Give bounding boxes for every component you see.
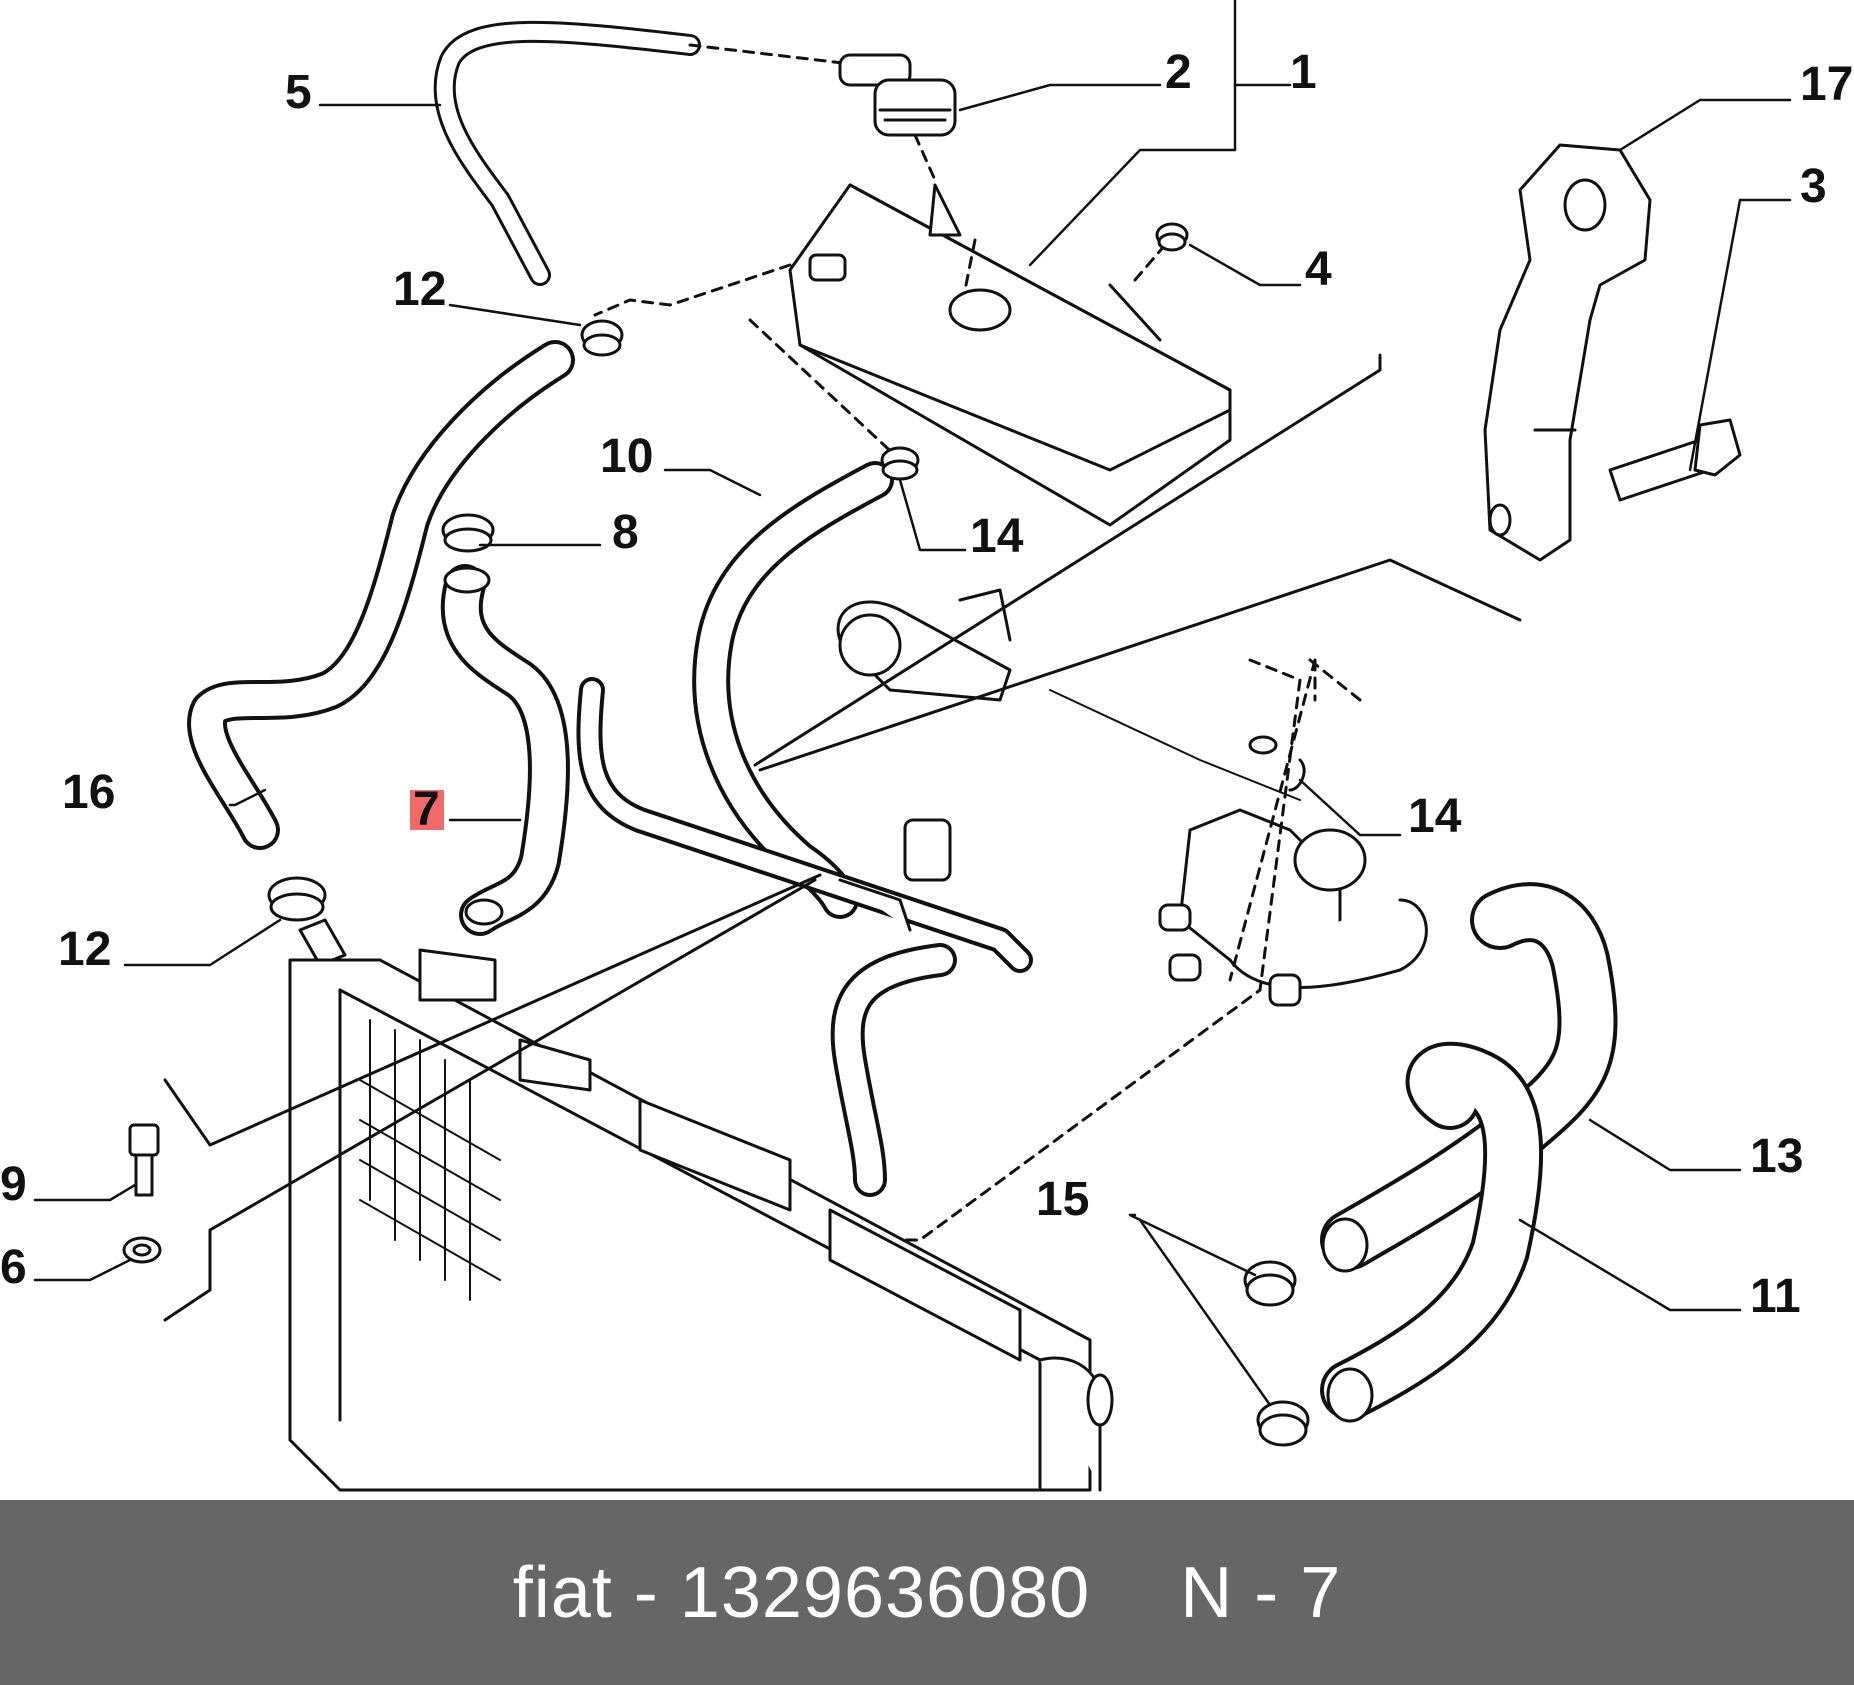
callout-14-top: 14 [970, 510, 1024, 563]
radiator [288, 948, 1114, 1492]
callout-14-right: 14 [1408, 790, 1462, 843]
ref-line-d [163, 878, 817, 1322]
clamp-12-bottom [267, 876, 347, 967]
clamp-12-top [580, 319, 624, 357]
radiator-core-grid [359, 1019, 501, 1301]
callout-7: 7 [413, 783, 440, 836]
ref-line-a [758, 558, 1522, 772]
clamp-15-b [1256, 1400, 1310, 1447]
callout-4: 4 [1305, 243, 1332, 296]
bracket-17 [1483, 143, 1652, 562]
callout-11: 11 [1750, 1270, 1801, 1323]
callout-labels: 1 2 3 4 5 6 7 8 9 10 11 12 12 13 14 14 1… [0, 46, 1853, 1323]
callout-17: 17 [1800, 58, 1853, 111]
expansion-tank-1 [788, 183, 1232, 527]
callout-16: 16 [62, 766, 115, 819]
bypass-pipe [576, 677, 1033, 973]
callout-10: 10 [600, 430, 653, 483]
parts-diagram: 1 2 3 4 5 6 7 8 9 10 11 12 12 13 14 14 1… [0, 0, 1853, 1492]
callout-7-highlight [410, 790, 444, 830]
bolt-3 [1608, 418, 1742, 502]
part-number: 1329636080 [679, 1552, 1091, 1633]
thermostat-housing [1158, 808, 1428, 1007]
radiator-hose-small [830, 943, 957, 1197]
clamp-14-right [1248, 735, 1306, 792]
callout-5: 5 [285, 66, 312, 119]
nut-6 [122, 1236, 162, 1264]
hose-11 [1320, 1041, 1544, 1423]
callout-15: 15 [1036, 1173, 1089, 1226]
hose-7 [440, 564, 570, 936]
leader-lines [33, 0, 1792, 1407]
callout-2: 2 [1165, 46, 1192, 99]
hose-16 [187, 340, 575, 850]
clamp-14-top [880, 446, 920, 481]
callout-13: 13 [1750, 1130, 1803, 1183]
callout-12-top: 12 [393, 263, 446, 316]
clamp-15-a [1243, 1260, 1297, 1307]
part-footer-bar: fiat - 1329636080 N - 7 [0, 1500, 1854, 1685]
clamp-4 [1155, 222, 1189, 252]
outlet-pipe [836, 588, 1012, 702]
callout-6: 6 [0, 1241, 27, 1294]
hose-10 [692, 461, 894, 919]
ref-line-c [163, 873, 822, 1147]
ref-line-e [1049, 689, 1301, 801]
callout-8: 8 [612, 506, 639, 559]
callout-9: 9 [0, 1158, 27, 1211]
callout-12-bottom: 12 [58, 923, 111, 976]
callout-1: 1 [1290, 46, 1317, 99]
dash-line-5-2 [688, 43, 862, 67]
brand-name: fiat [512, 1552, 613, 1633]
hose-13 [1320, 882, 1618, 1273]
hose-5 [433, 20, 701, 286]
callout-3: 3 [1800, 160, 1827, 213]
footer-separator: - [633, 1552, 659, 1633]
position-label: N - 7 [1180, 1552, 1342, 1633]
ref-line-b [753, 353, 1382, 767]
clamp-8 [441, 513, 495, 553]
hose-clamp-bracket [838, 818, 952, 932]
bolt-9 [128, 1123, 160, 1197]
filler-cap-2 [838, 53, 957, 137]
